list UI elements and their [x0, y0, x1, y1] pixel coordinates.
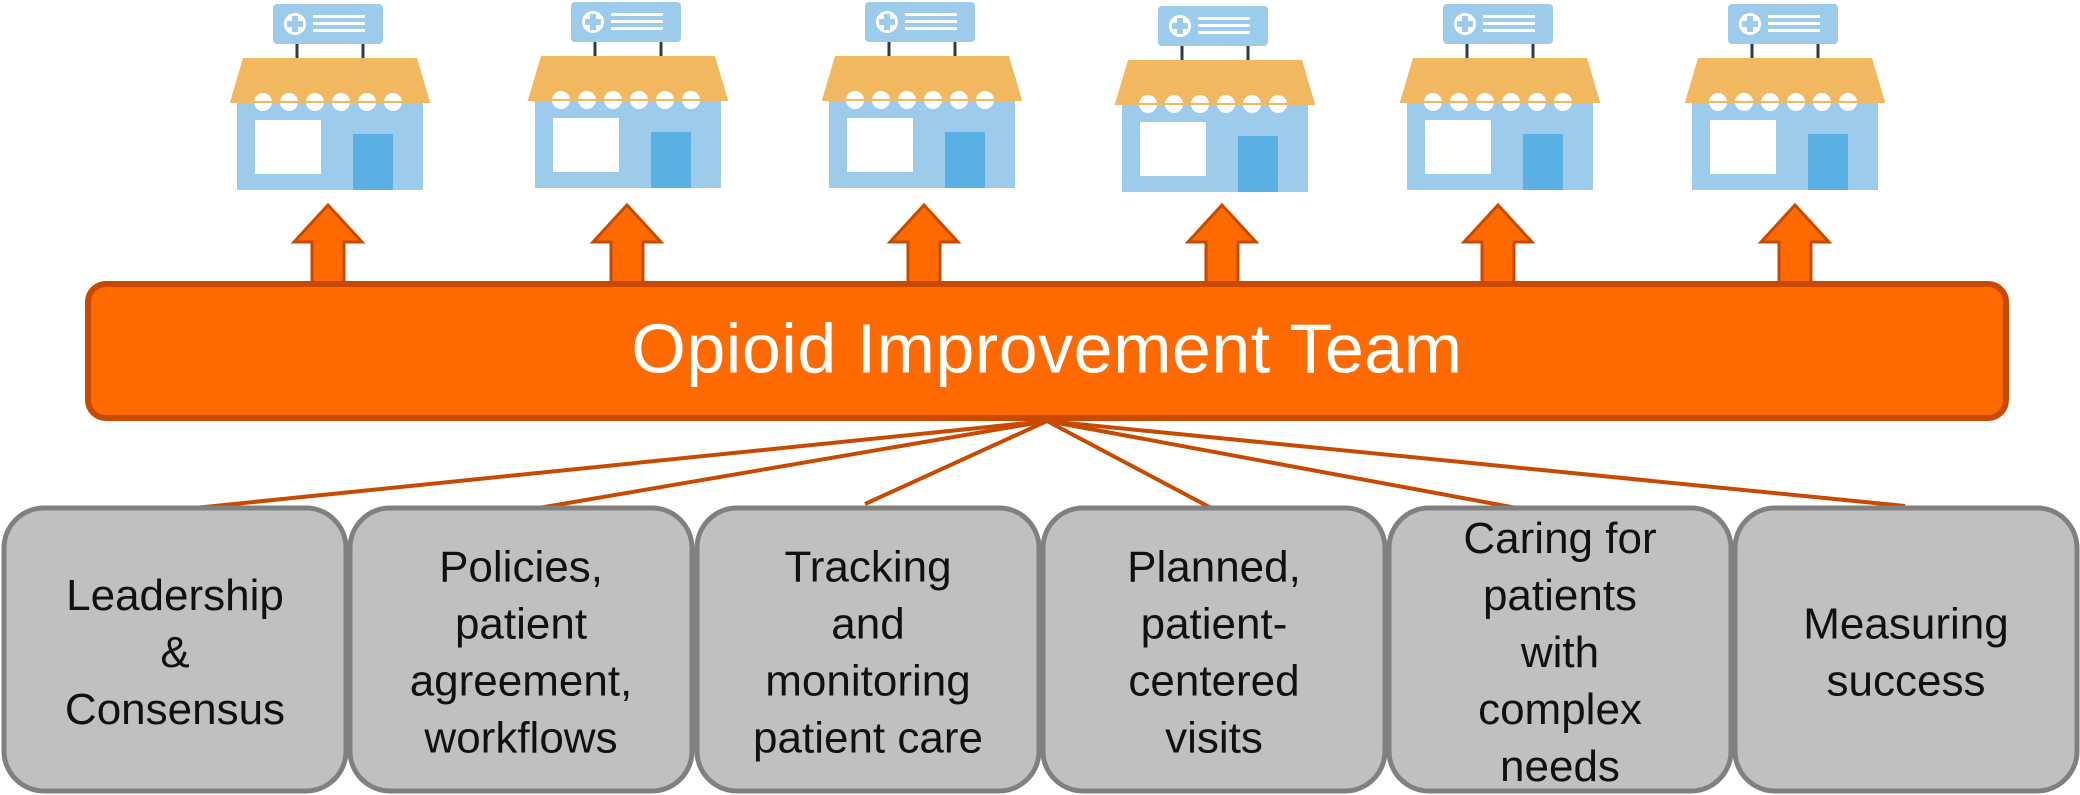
up-arrow-icon	[290, 202, 366, 286]
component-box-line: workflows	[423, 714, 617, 763]
clinic-store-icon	[820, 0, 1024, 190]
component-box-shape	[1040, 505, 1388, 794]
component-box: Caring for patients with complex needs	[1386, 505, 1734, 794]
opioid-improvement-team-bar: Opioid Improvement Team	[85, 281, 2009, 421]
component-box-line: Policies,	[439, 543, 603, 592]
component-box: Policies, patient agreement, workflows	[347, 505, 695, 794]
component-box-line: and	[831, 600, 904, 649]
upward-arrows-row	[290, 202, 1833, 286]
connector-line	[1046, 419, 1906, 508]
connector-line	[174, 419, 1048, 512]
component-box: Measuring success	[1732, 505, 2080, 794]
component-box-line: with	[1520, 628, 1599, 677]
component-box-line: Tracking	[784, 543, 951, 592]
connector-line	[526, 419, 1048, 512]
component-box-shape	[347, 505, 695, 794]
component-box-line: Caring for	[1463, 514, 1656, 563]
component-box-line: Consensus	[65, 685, 285, 734]
up-arrow-icon	[1460, 202, 1536, 286]
component-box-line: visits	[1165, 714, 1263, 763]
component-box-line: centered	[1128, 657, 1299, 706]
up-arrow-icon	[1184, 202, 1260, 286]
up-arrow-icon	[886, 202, 962, 286]
component-box-line: Measuring	[1803, 600, 2008, 649]
component-box-line: patient care	[753, 714, 983, 763]
component-box: Planned, patient-centered visits	[1040, 505, 1388, 794]
connector-line	[1046, 419, 1216, 512]
component-box-line: success	[1827, 657, 1986, 706]
component-box-line: agreement,	[410, 657, 633, 706]
component-box-line: monitoring	[765, 657, 970, 706]
clinic-store-icon	[228, 2, 432, 192]
clinic-store-icon	[1398, 2, 1602, 192]
component-box-shape	[1386, 505, 1734, 794]
clinic-store-icon	[1683, 2, 1887, 192]
connector-line	[1046, 419, 1561, 518]
component-box-line: needs	[1500, 742, 1620, 791]
component-box-line: patient-	[1141, 600, 1288, 649]
clinic-stores-row	[228, 0, 1887, 194]
component-box-line: patient	[455, 600, 587, 649]
component-box-line: &	[160, 628, 189, 677]
up-arrow-icon	[589, 202, 665, 286]
team-label: Opioid Improvement Team	[631, 309, 1462, 387]
component-box-line: Planned,	[1127, 543, 1301, 592]
connector-lines	[174, 419, 1906, 518]
clinic-store-icon	[526, 0, 730, 190]
component-box-shape	[1, 505, 349, 794]
component-box-shape	[694, 505, 1042, 794]
clinic-store-icon	[1113, 4, 1317, 194]
component-box: Tracking and monitoring patient care	[694, 505, 1042, 794]
connector-line	[864, 419, 1048, 506]
up-arrow-icon	[1757, 202, 1833, 286]
component-box-shape	[1732, 505, 2080, 794]
component-box-line: Leadership	[66, 571, 284, 620]
component-box: Leadership & Consensus	[1, 505, 349, 794]
component-boxes-row: Leadership & Consensus Policies, patient agre…	[1, 505, 2080, 794]
component-box-line: complex	[1478, 685, 1642, 734]
component-box-line: patients	[1483, 571, 1637, 620]
